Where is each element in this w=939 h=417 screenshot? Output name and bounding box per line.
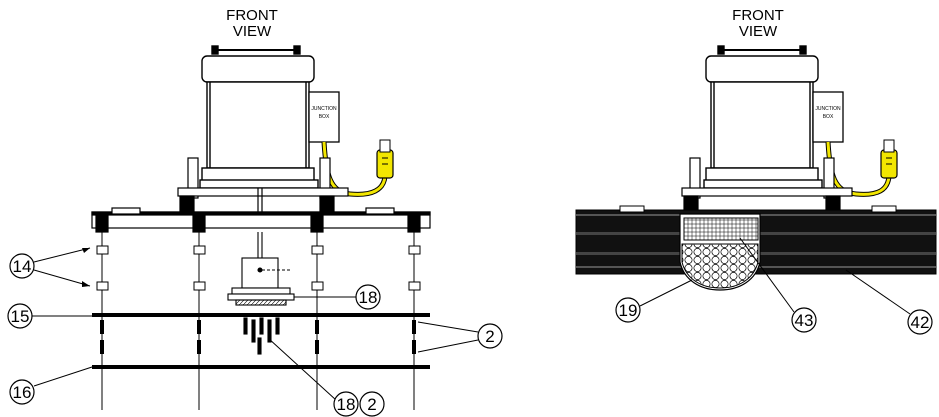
right-motor [703,45,823,189]
left-nuts [96,245,421,291]
right-mount-frame [681,157,853,213]
callout-43: 43 [739,237,817,333]
callout-2-label: 2 [485,327,494,346]
left-base-tray [91,207,431,233]
left-junction-box-label-1: JUNCTION [311,106,337,112]
callout-16: 16 [9,366,93,405]
left-junction-box-label-2: BOX [319,114,330,120]
left-mount-frame [177,157,349,217]
callout-2: 2 [417,321,503,353]
callout-16-label: 16 [13,383,32,402]
callout-2b-label: 2 [367,395,376,414]
plate-16 [92,365,430,369]
callout-18-label: 18 [359,288,378,307]
right-junction-box: JUNCTION BOX [812,91,844,143]
left-view-title-line2: VIEW [233,23,272,40]
right-front-view: FRONT VIEW JUNCTION BOX [575,7,937,335]
left-center-assembly [227,232,295,355]
callout-19: 19 [615,279,693,323]
cutaway-section [679,213,761,291]
callout-19-label: 19 [619,301,638,320]
callout-42: 42 [845,269,933,335]
left-motor [199,45,319,189]
callout-15: 15 [7,303,92,329]
callout-15-label: 15 [11,307,30,326]
right-junction-box-label-2: BOX [823,114,834,120]
left-view-title-line1: FRONT [226,7,278,24]
right-power-cable [825,139,898,197]
callout-18b-label: 18 [337,395,356,414]
callout-14: 14 [9,247,91,287]
left-junction-box: JUNCTION BOX [308,91,340,143]
left-front-view: FRONT VIEW JUNCTION BOX [7,7,503,417]
left-power-cable [321,139,394,197]
right-junction-box-label-1: JUNCTION [815,106,841,112]
right-view-title-line2: VIEW [739,23,778,40]
callout-18: 18 [294,284,381,310]
callout-14-label: 14 [13,257,32,276]
callout-42-label: 42 [911,313,930,332]
right-view-title-line1: FRONT [732,7,784,24]
callout-18-2: 18 2 [267,337,385,417]
left-screws [100,320,416,354]
plate-15 [92,313,430,317]
callout-43-label: 43 [795,311,814,330]
